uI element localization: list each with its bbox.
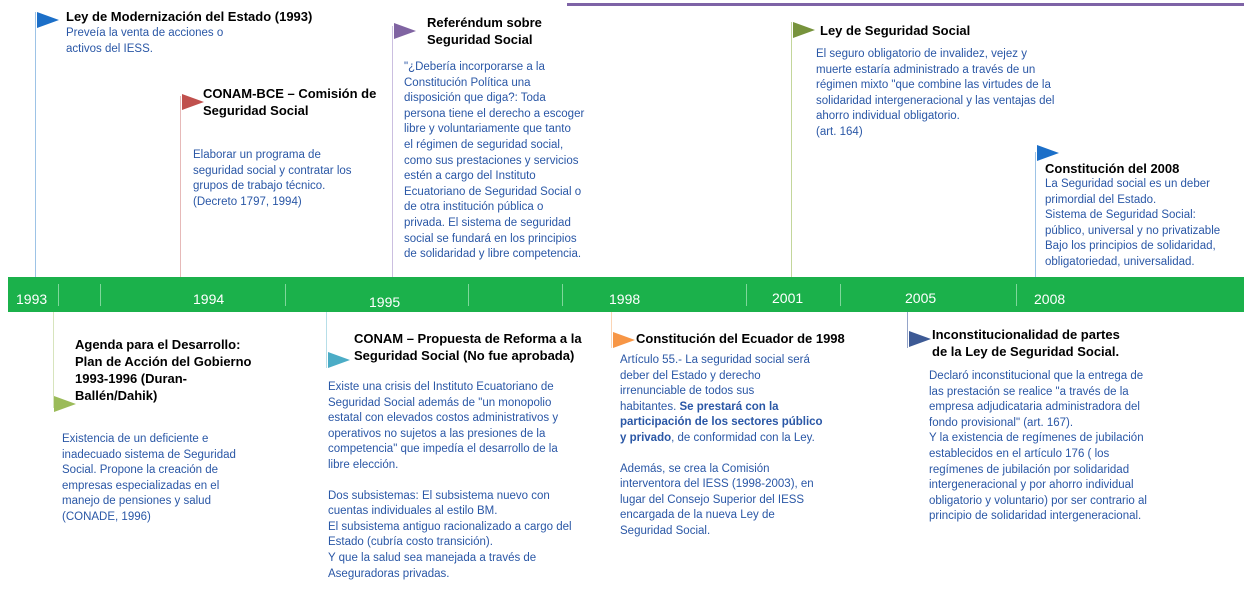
event-conam-bce: CONAM-BCE – Comisión de Seguridad Social xyxy=(203,85,388,119)
event-description: Artículo 55.- La seguridad social será d… xyxy=(620,353,850,447)
event-description-secondary: Dos subsistemas: El subsistema nuevo con… xyxy=(328,489,572,580)
event-title: Ley de Modernización del Estado (1993) xyxy=(66,9,313,24)
event-description: "¿Debería incorporarse a la Constitución… xyxy=(404,61,585,261)
timeline-band xyxy=(8,277,1244,312)
event-description-secondary: Además, se crea la Comisión interventora… xyxy=(620,462,814,537)
event-title: Agenda para el Desarrollo: Plan de Acció… xyxy=(75,337,252,403)
teal-flag-icon xyxy=(328,352,350,368)
event-constitucion-2008: Constitución del 2008 La Seguridad socia… xyxy=(1045,160,1243,271)
event-description: Existencia de un deficiente e inadecuado… xyxy=(62,433,236,523)
event-conam-bce-description: Elaborar un programa de seguridad social… xyxy=(193,148,378,210)
red-flag-icon xyxy=(182,94,204,110)
timeline-tick xyxy=(562,284,563,306)
green-flag-icon xyxy=(54,396,76,412)
event-description: Existe una crisis del Instituto Ecuatori… xyxy=(328,381,559,471)
connector-line-1993-bottom xyxy=(53,312,54,408)
event-conam-propuesta: CONAM – Propuesta de Reforma a la Seguri… xyxy=(354,330,594,364)
event-agenda-desarrollo: Agenda para el Desarrollo: Plan de Acció… xyxy=(75,336,275,404)
purple-flag-icon xyxy=(394,23,416,39)
event-title: Referéndum sobre Seguridad Social xyxy=(427,15,542,47)
event-title: Ley de Seguridad Social xyxy=(820,23,971,38)
timeline-tick xyxy=(468,284,469,306)
connector-line-1995-top xyxy=(392,26,393,277)
timeline-tick xyxy=(840,284,841,306)
event-title: CONAM-BCE – Comisión de Seguridad Social xyxy=(203,86,377,118)
olive-flag-icon xyxy=(793,22,815,38)
event-conam-propuesta-description: Existe una crisis del Instituto Ecuatori… xyxy=(328,380,588,582)
event-description: El seguro obligatorio de invalidez, veje… xyxy=(816,48,1055,138)
year-label-1994: 1994 xyxy=(193,291,225,307)
connector-line-1994-top xyxy=(180,96,181,277)
timeline-tick xyxy=(285,284,286,306)
navy-flag-icon xyxy=(909,331,931,347)
timeline-tick xyxy=(58,284,59,306)
blue-flag-icon xyxy=(1037,145,1059,161)
year-label-2001: 2001 xyxy=(772,290,804,306)
event-ley-seguridad-social: Ley de Seguridad Social xyxy=(820,22,1070,39)
year-label-1995: 1995 xyxy=(369,294,401,310)
top-accent-line xyxy=(567,3,1244,6)
event-description: Elaborar un programa de seguridad social… xyxy=(193,149,352,208)
event-agenda-desarrollo-description: Existencia de un deficiente e inadecuado… xyxy=(62,432,262,526)
year-label-2005: 2005 xyxy=(905,290,937,306)
event-constitucion-1998-description: Artículo 55.- La seguridad social será d… xyxy=(620,353,850,540)
year-label-1998: 1998 xyxy=(609,291,641,307)
year-label-2008: 2008 xyxy=(1034,291,1066,307)
event-description-highlight: Se prestará con la participación de los … xyxy=(620,400,823,444)
connector-line-2005-bottom xyxy=(907,312,908,348)
event-referendum-description: "¿Debería incorporarse a la Constitución… xyxy=(404,60,604,263)
timeline-tick xyxy=(746,284,747,306)
event-description: Declaró inconstitucional que la entrega … xyxy=(929,370,1147,523)
event-title: Constitución del 2008 xyxy=(1045,161,1180,176)
event-ley-seguridad-social-description: El seguro obligatorio de invalidez, veje… xyxy=(816,47,1076,141)
event-constitucion-1998: Constitución del Ecuador de 1998 xyxy=(636,330,856,347)
connector-line-2008-top xyxy=(1035,152,1036,277)
connector-line-1998-bottom xyxy=(611,312,612,348)
connector-line-1993-top xyxy=(35,12,36,277)
event-description: Preveía la venta de acciones o activos d… xyxy=(66,27,224,55)
event-description-part: , de conformidad con la Ley. xyxy=(671,431,815,444)
event-referendum: Referéndum sobre Seguridad Social xyxy=(427,14,607,48)
event-title: Inconstitucionalidad de partes de la Ley… xyxy=(932,327,1120,359)
event-inconstitucionalidad-description: Declaró inconstitucional que la entrega … xyxy=(929,369,1189,525)
timeline-tick xyxy=(1016,284,1017,306)
year-label-1993: 1993 xyxy=(16,291,48,307)
event-title: CONAM – Propuesta de Reforma a la Seguri… xyxy=(354,331,582,363)
connector-line-2001-top xyxy=(791,22,792,277)
blue-flag-icon xyxy=(37,12,59,28)
event-description: La Seguridad social es un deber primordi… xyxy=(1045,178,1221,268)
event-description-part: Artículo 55.- La seguridad social será d… xyxy=(620,354,810,413)
connector-line-1995-bottom xyxy=(326,312,327,368)
event-title: Constitución del Ecuador de 1998 xyxy=(636,331,845,346)
timeline-tick xyxy=(100,284,101,306)
orange-flag-icon xyxy=(613,332,635,348)
event-ley-modernizacion-1993: Ley de Modernización del Estado (1993) P… xyxy=(66,8,356,57)
event-inconstitucionalidad: Inconstitucionalidad de partes de la Ley… xyxy=(932,326,1162,360)
